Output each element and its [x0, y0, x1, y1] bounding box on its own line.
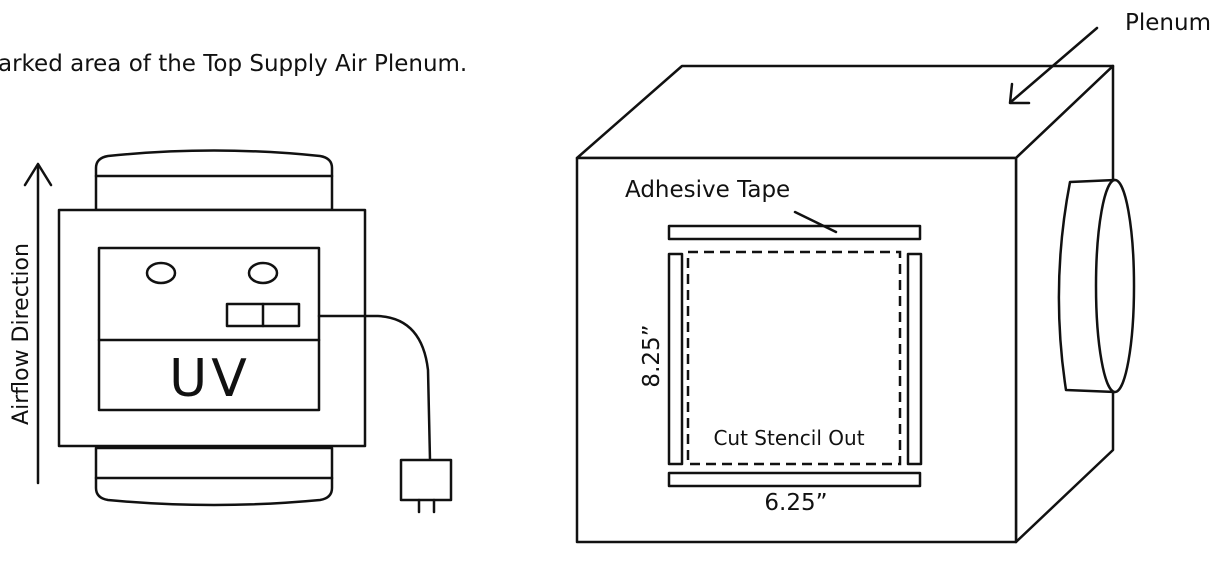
- uv-indicator-left: [145, 261, 177, 285]
- tape-strip-bottom: [667, 471, 922, 488]
- uv-indicator-right: [247, 261, 279, 285]
- tape-strip-left: [667, 252, 684, 466]
- power-cord: [317, 314, 432, 462]
- plenum-box: [575, 64, 1136, 544]
- duct-collar-opening: [1094, 178, 1136, 394]
- width-dimension: 6.25”: [764, 490, 827, 516]
- adhesive-tape-leader: [793, 210, 838, 234]
- airflow-arrow: [23, 162, 53, 485]
- uv-unit: UV: [57, 149, 453, 514]
- adhesive-tape-label: Adhesive Tape: [625, 177, 790, 203]
- adhesive-tape-strips: [667, 224, 923, 488]
- power-plug: [399, 458, 453, 502]
- stencil-cutout: [686, 250, 902, 466]
- uv-top-flange: [94, 149, 334, 212]
- airflow-label: Airflow Direction: [9, 243, 34, 425]
- stencil-label: Cut Stencil Out: [713, 426, 864, 450]
- plenum-label: Plenum: [1125, 10, 1211, 36]
- height-dimension: 8.25”: [639, 324, 665, 387]
- uv-inner-panel: [97, 246, 321, 412]
- uv-bottom-flange: [94, 446, 334, 507]
- tape-strip-top: [667, 224, 922, 241]
- instruction-text: arked area of the Top Supply Air Plenum.: [0, 51, 467, 77]
- uv-body: [57, 208, 367, 448]
- plenum-leader-arrow: [1008, 26, 1099, 105]
- tape-strip-right: [906, 252, 923, 466]
- uv-label: UV: [169, 349, 251, 409]
